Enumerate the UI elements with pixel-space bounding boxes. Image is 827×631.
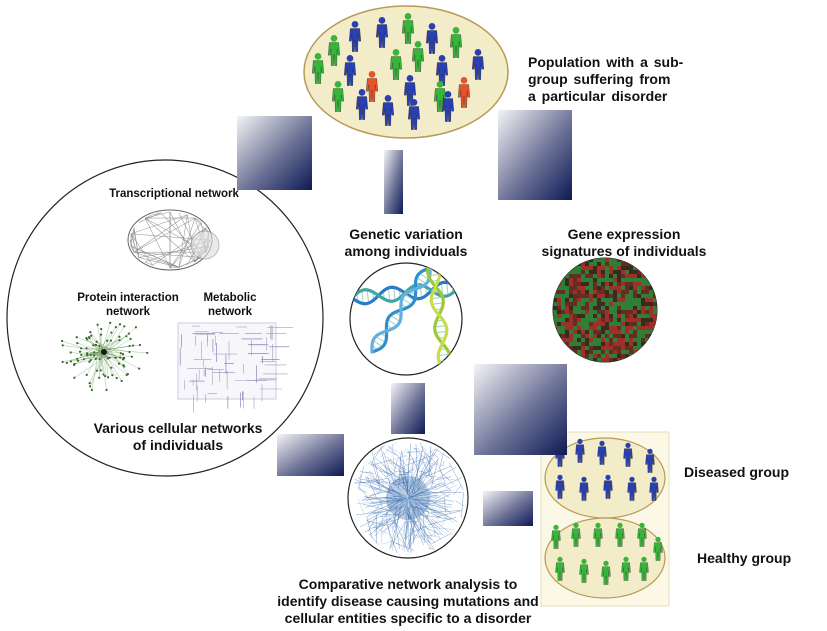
person-icon bbox=[382, 94, 394, 126]
person-icon bbox=[593, 522, 603, 547]
person-icon bbox=[376, 16, 388, 48]
various-networks-label: Various cellular networks of individuals bbox=[93, 420, 263, 453]
person-icon bbox=[637, 522, 647, 547]
person-icon bbox=[412, 40, 424, 72]
gene-expression-circle bbox=[552, 257, 658, 363]
connector-block-3 bbox=[498, 110, 572, 200]
person-icon bbox=[615, 522, 625, 547]
person-icon bbox=[332, 80, 344, 112]
person-icon bbox=[627, 476, 637, 501]
comparative-analysis-label: Comparative network analysis to identify… bbox=[277, 576, 539, 626]
diseased-group-label: Diseased group bbox=[684, 464, 790, 480]
comparative-network-graphic bbox=[354, 442, 464, 554]
person-icon bbox=[356, 88, 368, 120]
connector-block-1 bbox=[237, 116, 312, 190]
healthy-group-label: Healthy group bbox=[697, 550, 792, 566]
population-people bbox=[312, 12, 484, 130]
person-icon bbox=[653, 536, 663, 561]
person-icon bbox=[366, 70, 378, 102]
person-icon bbox=[402, 12, 414, 44]
healthy-group-ellipse bbox=[544, 517, 666, 599]
person-icon bbox=[390, 48, 402, 80]
person-icon bbox=[472, 48, 484, 80]
person-icon bbox=[426, 22, 438, 54]
person-icon bbox=[555, 556, 565, 581]
dna-helix-graphic bbox=[350, 263, 460, 374]
person-icon bbox=[571, 522, 581, 547]
person-icon bbox=[312, 52, 324, 84]
healthy-people bbox=[551, 522, 663, 585]
person-icon bbox=[555, 474, 565, 499]
transcriptional-network-label: Transcriptional network bbox=[109, 188, 239, 200]
gene-expression-label: Gene expression signatures of individual… bbox=[541, 226, 707, 259]
person-icon bbox=[442, 90, 454, 122]
population-label: Population with a sub- group suffering f… bbox=[528, 54, 684, 104]
connector-block-6 bbox=[277, 434, 344, 476]
person-icon bbox=[601, 560, 611, 585]
person-icon bbox=[436, 54, 448, 86]
protein-network-graphic bbox=[61, 321, 149, 392]
person-icon bbox=[458, 76, 470, 108]
person-icon bbox=[408, 98, 420, 130]
person-icon bbox=[597, 440, 607, 465]
person-icon bbox=[404, 74, 416, 106]
person-icon bbox=[649, 476, 659, 501]
metabolic-network-label: Metabolic network bbox=[203, 292, 257, 318]
connector-block-4 bbox=[474, 364, 567, 455]
connector-block-5 bbox=[391, 383, 425, 434]
transcriptional-network-graphic bbox=[127, 209, 220, 271]
connector-block-2 bbox=[384, 150, 403, 214]
genetic-variation-label: Genetic variation among individuals bbox=[344, 226, 468, 259]
connector-block-7 bbox=[483, 491, 533, 526]
protein-network-label: Protein interaction network bbox=[77, 292, 179, 318]
metabolic-network-graphic bbox=[177, 322, 294, 413]
person-icon bbox=[551, 524, 561, 549]
dna-circle bbox=[349, 262, 463, 376]
person-icon bbox=[639, 556, 649, 581]
person-icon bbox=[579, 558, 589, 583]
diseased-people bbox=[555, 438, 659, 501]
person-icon bbox=[450, 26, 462, 58]
person-icon bbox=[575, 438, 585, 463]
person-icon bbox=[621, 556, 631, 581]
person-icon bbox=[349, 20, 361, 52]
person-icon bbox=[603, 474, 613, 499]
person-icon bbox=[645, 448, 655, 473]
person-icon bbox=[623, 442, 633, 467]
person-icon bbox=[579, 476, 589, 501]
person-icon bbox=[328, 34, 340, 66]
person-icon bbox=[344, 54, 356, 86]
